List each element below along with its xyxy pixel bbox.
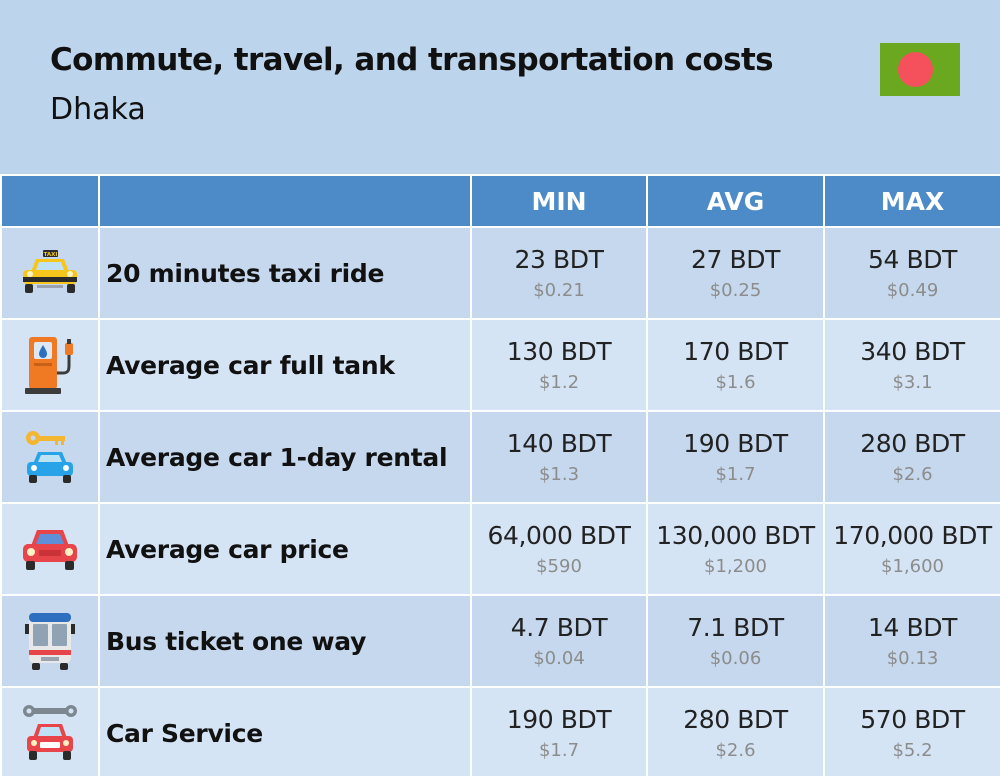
max-value-cell: 570 BDT $5.2 xyxy=(823,686,1000,776)
local-price: 64,000 BDT xyxy=(487,521,631,550)
local-price: 27 BDT xyxy=(690,245,781,274)
usd-price: $0.13 xyxy=(886,648,939,669)
bus-icon xyxy=(25,613,75,670)
local-price: 170 BDT xyxy=(683,337,788,366)
usd-price: $1.3 xyxy=(538,464,580,485)
avg-value-cell: 27 BDT $0.25 xyxy=(646,226,825,320)
table-row: Average car price 64,000 BDT $590 130,00… xyxy=(0,502,1000,596)
avg-value-cell: 130,000 BDT $1,200 xyxy=(646,502,825,596)
page-title: Commute, travel, and transportation cost… xyxy=(50,42,774,78)
avg-value-cell: 170 BDT $1.6 xyxy=(646,318,825,412)
header-icon-cell xyxy=(0,174,100,228)
min-value-cell: 23 BDT $0.21 xyxy=(470,226,648,320)
table-header-row: MIN AVG MAX xyxy=(0,174,1000,228)
local-price: 54 BDT xyxy=(867,245,958,274)
column-header-avg: AVG xyxy=(646,174,825,228)
local-price: 130,000 BDT xyxy=(656,521,815,550)
column-header-min: MIN xyxy=(470,174,648,228)
max-value-cell: 14 BDT $0.13 xyxy=(823,594,1000,688)
avg-value-cell: 280 BDT $2.6 xyxy=(646,686,825,776)
table-row: Average car 1-day rental 140 BDT $1.3 19… xyxy=(0,410,1000,504)
min-value-cell: 140 BDT $1.3 xyxy=(470,410,648,504)
local-price: 280 BDT xyxy=(683,705,788,734)
car-icon xyxy=(23,530,77,570)
table-row: Car Service 190 BDT $1.7 280 BDT $2.6 57… xyxy=(0,686,1000,776)
row-label: Average car 1-day rental xyxy=(98,410,472,504)
avg-value-cell: 190 BDT $1.7 xyxy=(646,410,825,504)
usd-price: $1,200 xyxy=(704,556,767,577)
local-price: 190 BDT xyxy=(506,705,612,734)
usd-price: $1.7 xyxy=(538,740,580,761)
usd-price: $1,600 xyxy=(881,556,944,577)
row-label: 20 minutes taxi ride xyxy=(98,226,472,320)
local-price: 570 BDT xyxy=(860,705,965,734)
column-header-max: MAX xyxy=(823,174,1000,228)
header-label-cell xyxy=(98,174,472,228)
car-service-wrench-icon xyxy=(23,705,77,760)
local-price: 130 BDT xyxy=(506,337,612,366)
usd-price: $0.04 xyxy=(533,648,585,669)
svg-text:TAXI: TAXI xyxy=(44,252,58,258)
local-price: 190 BDT xyxy=(683,429,788,458)
min-value-cell: 64,000 BDT $590 xyxy=(470,502,648,596)
car-rental-key-icon xyxy=(26,431,73,483)
city-name: Dhaka xyxy=(50,92,146,127)
usd-price: $0.06 xyxy=(709,648,762,669)
flag-disc xyxy=(898,52,933,87)
usd-price: $2.6 xyxy=(715,740,756,761)
bangladesh-flag-icon xyxy=(880,43,960,96)
max-value-cell: 54 BDT $0.49 xyxy=(823,226,1000,320)
row-label: Bus ticket one way xyxy=(98,594,472,688)
local-price: 23 BDT xyxy=(514,245,604,274)
avg-value-cell: 7.1 BDT $0.06 xyxy=(646,594,825,688)
usd-price: $1.6 xyxy=(715,372,756,393)
usd-price: $590 xyxy=(536,556,582,577)
local-price: 140 BDT xyxy=(506,429,612,458)
max-value-cell: 170,000 BDT $1,600 xyxy=(823,502,1000,596)
header: Commute, travel, and transportation cost… xyxy=(0,0,1000,174)
local-price: 340 BDT xyxy=(860,337,965,366)
usd-price: $1.2 xyxy=(538,372,580,393)
local-price: 7.1 BDT xyxy=(687,613,784,642)
table-row: Average car full tank 130 BDT $1.2 170 B… xyxy=(0,318,1000,412)
usd-price: $1.7 xyxy=(715,464,756,485)
row-label: Average car price xyxy=(98,502,472,596)
max-value-cell: 340 BDT $3.1 xyxy=(823,318,1000,412)
table-row: Bus ticket one way 4.7 BDT $0.04 7.1 BDT… xyxy=(0,594,1000,688)
usd-price: $0.21 xyxy=(533,280,585,301)
local-price: 170,000 BDT xyxy=(833,521,992,550)
local-price: 280 BDT xyxy=(860,429,965,458)
usd-price: $0.25 xyxy=(709,280,762,301)
row-label: Average car full tank xyxy=(98,318,472,412)
min-value-cell: 130 BDT $1.2 xyxy=(470,318,648,412)
max-value-cell: 280 BDT $2.6 xyxy=(823,410,1000,504)
taxi-icon: TAXI xyxy=(23,250,77,293)
local-price: 4.7 BDT xyxy=(510,613,608,642)
usd-price: $5.2 xyxy=(892,740,933,761)
fuel-pump-icon xyxy=(25,337,73,394)
cost-table: MIN AVG MAX TAXI xyxy=(0,174,1000,776)
min-value-cell: 190 BDT $1.7 xyxy=(470,686,648,776)
usd-price: $0.49 xyxy=(886,280,939,301)
table-row: TAXI 20 minutes taxi ride 23 BDT $0.21 xyxy=(0,226,1000,320)
local-price: 14 BDT xyxy=(867,613,958,642)
usd-price: $3.1 xyxy=(892,372,933,393)
min-value-cell: 4.7 BDT $0.04 xyxy=(470,594,648,688)
row-label: Car Service xyxy=(98,686,472,776)
usd-price: $2.6 xyxy=(892,464,933,485)
